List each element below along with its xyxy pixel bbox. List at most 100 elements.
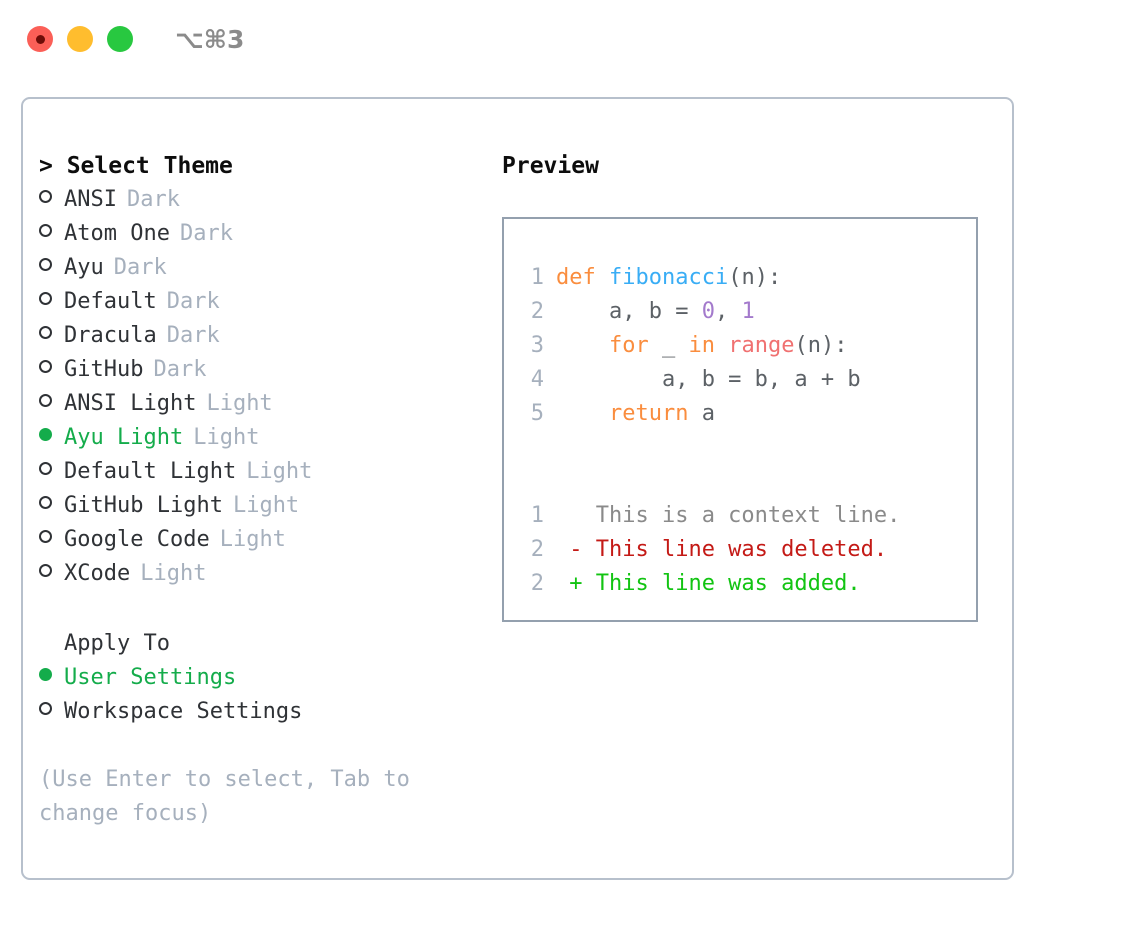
- theme-option-default-light[interactable]: Default Light Light: [39, 455, 499, 489]
- theme-option-kind: Light: [246, 459, 313, 484]
- theme-option-dracula[interactable]: Dracula Dark: [39, 319, 499, 353]
- radio-unselected-icon: [39, 190, 52, 203]
- theme-option-kind: Dark: [113, 255, 167, 280]
- theme-option-xcode[interactable]: XCode Light: [39, 557, 499, 591]
- code-line: 4 a, b = b, a + b: [518, 363, 976, 397]
- radio-unselected-icon: [39, 462, 52, 475]
- theme-option-google-code[interactable]: Google Code Light: [39, 523, 499, 557]
- line-number: 1: [530, 265, 544, 290]
- preview-title: Preview: [502, 153, 599, 179]
- diff-token: - This line was deleted.: [556, 537, 888, 562]
- theme-option-ansi[interactable]: ANSI Dark: [39, 183, 499, 217]
- close-button[interactable]: [27, 26, 53, 52]
- theme-option-label: Default Light: [64, 459, 237, 484]
- theme-option-kind: Light: [219, 527, 286, 552]
- code-token: ,: [714, 299, 742, 324]
- theme-option-label: XCode: [64, 561, 131, 586]
- theme-option-kind: Light: [206, 391, 273, 416]
- line-number: 4: [530, 367, 544, 392]
- code-token: (n):: [728, 265, 782, 290]
- radio-unselected-icon: [39, 360, 52, 373]
- theme-option-ansi-light[interactable]: ANSI Light Light: [39, 387, 499, 421]
- theme-option-kind: Dark: [153, 357, 207, 382]
- diff-line-deleted: 2 - This line was deleted.: [518, 533, 976, 567]
- code-line: 1 def fibonacci (n):: [518, 261, 976, 295]
- radio-unselected-icon: [39, 326, 52, 339]
- theme-option-label: GitHub Light: [64, 493, 223, 518]
- theme-option-github-light[interactable]: GitHub Light Light: [39, 489, 499, 523]
- code-token: [556, 397, 609, 431]
- apply-to-option-label: User Settings: [64, 665, 237, 690]
- theme-option-kind: Dark: [126, 187, 180, 212]
- code-token: for: [608, 333, 649, 358]
- theme-option-label: Ayu Light: [64, 425, 184, 450]
- theme-option-label: Default: [64, 289, 157, 314]
- theme-option-kind: Dark: [166, 323, 220, 348]
- theme-option-ayu-light[interactable]: Ayu Light Light: [39, 421, 499, 455]
- line-number: 2: [530, 537, 544, 562]
- theme-option-ayu[interactable]: Ayu Dark: [39, 251, 499, 285]
- radio-unselected-icon: [39, 292, 52, 305]
- theme-option-atom-one[interactable]: Atom One Dark: [39, 217, 499, 251]
- apply-to-heading-row: Apply To: [39, 627, 499, 661]
- minimize-button[interactable]: [67, 26, 93, 52]
- main-panel: > Select Theme ANSI Dark Atom One Dark A…: [21, 97, 1014, 880]
- theme-option-kind: Light: [232, 493, 300, 518]
- diff-token: This is a context line.: [556, 503, 901, 528]
- theme-option-label: Dracula: [64, 323, 157, 348]
- radio-unselected-icon: [39, 564, 52, 577]
- code-token: a, b = b, a + b: [556, 367, 861, 392]
- keyboard-shortcut-label: ⌥⌘3: [175, 24, 245, 54]
- radio-selected-icon: [39, 428, 52, 441]
- maximize-button[interactable]: [107, 26, 133, 52]
- theme-option-label: GitHub: [64, 357, 144, 382]
- diff-line-added: 2 + This line was added.: [518, 567, 976, 601]
- code-token: 1: [741, 299, 755, 324]
- apply-to-option-user-settings[interactable]: User Settings: [39, 661, 499, 695]
- section-spacer: [39, 591, 499, 627]
- radio-unselected-icon: [39, 224, 52, 237]
- code-token: a, b =: [556, 299, 702, 324]
- title-bar: ⌥⌘3: [0, 0, 1140, 78]
- theme-option-label: Google Code: [64, 527, 210, 552]
- line-number: 3: [530, 333, 544, 358]
- theme-option-kind: Light: [140, 561, 207, 586]
- code-line: 2 a, b = 0 , 1: [518, 295, 976, 329]
- theme-option-kind: Dark: [166, 289, 220, 314]
- theme-option-label: ANSI Light: [64, 391, 197, 416]
- line-number: 1: [530, 503, 544, 528]
- theme-option-kind: Dark: [179, 221, 233, 246]
- line-number: 2: [530, 571, 544, 596]
- keyboard-hint: (Use Enter to select, Tab to change focu…: [39, 767, 410, 826]
- preview-code-box: 1 def fibonacci (n): 2 a, b = 0 , 1 3: [502, 217, 978, 622]
- apply-to-heading: Apply To: [64, 631, 170, 656]
- code-token: fibonacci: [608, 265, 729, 290]
- code-token: [715, 329, 728, 363]
- traffic-lights: [27, 26, 133, 52]
- theme-picker-heading: > Select Theme: [39, 153, 233, 179]
- theme-option-label: Ayu: [64, 255, 104, 280]
- code-token: 0: [701, 299, 715, 324]
- spacer-icon: [39, 634, 52, 647]
- theme-option-label: Atom One: [64, 221, 170, 246]
- close-icon: [35, 34, 45, 44]
- code-line: 5 return a: [518, 397, 976, 431]
- diff-token: + This line was added.: [556, 571, 861, 596]
- line-number: 2: [530, 299, 544, 324]
- apply-to-option-workspace-settings[interactable]: Workspace Settings: [39, 695, 499, 729]
- radio-unselected-icon: [39, 258, 52, 271]
- code-token: _: [648, 333, 689, 358]
- code-token: a: [688, 401, 715, 426]
- theme-picker: > Select Theme ANSI Dark Atom One Dark A…: [39, 149, 499, 831]
- code-token: range: [728, 333, 795, 358]
- theme-option-default[interactable]: Default Dark: [39, 285, 499, 319]
- theme-option-github[interactable]: GitHub Dark: [39, 353, 499, 387]
- theme-option-label: ANSI: [64, 187, 117, 212]
- code-token: in: [688, 333, 715, 358]
- line-number: 5: [530, 401, 544, 426]
- code-token: return: [608, 401, 689, 426]
- apply-to-option-label: Workspace Settings: [64, 699, 303, 724]
- radio-unselected-icon: [39, 394, 52, 407]
- code-token: def: [556, 265, 609, 290]
